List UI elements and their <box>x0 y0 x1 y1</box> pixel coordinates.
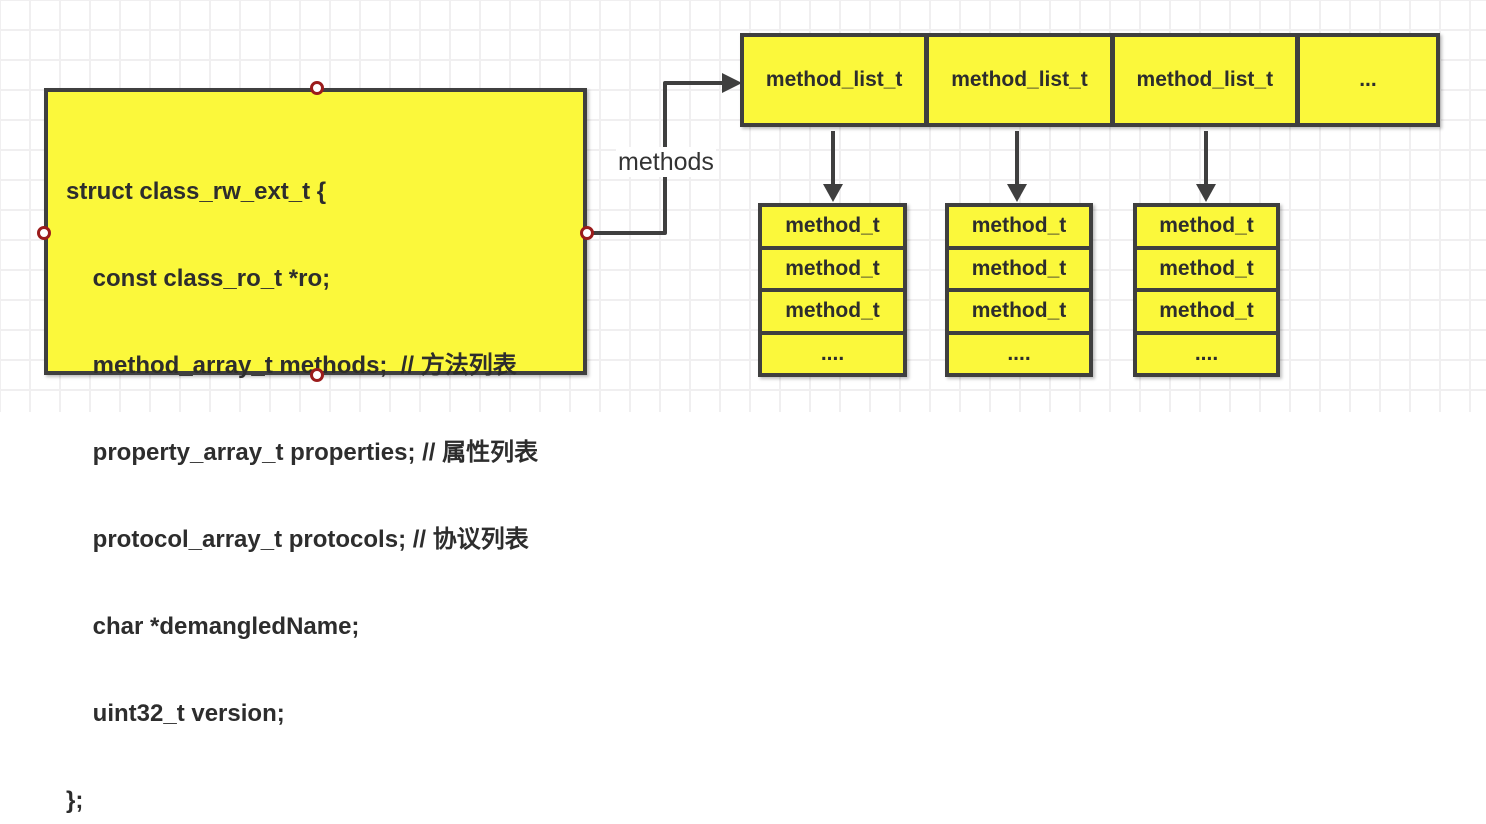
arrowhead-down-icon <box>823 184 843 202</box>
method-t-cell[interactable]: method_t <box>949 288 1089 331</box>
method-t-cell[interactable]: method_t <box>1159 214 1254 238</box>
down-arrow-1[interactable] <box>823 131 843 202</box>
method-t-cell[interactable]: method_t <box>1137 245 1276 289</box>
connector-layer <box>591 73 1216 235</box>
method-t-cell[interactable]: method_t <box>971 214 1067 238</box>
down-arrow-2[interactable] <box>1007 131 1027 202</box>
method-t-cell[interactable]: method_t <box>949 245 1089 289</box>
code-line: struct class_rw_ext_t { <box>66 178 327 205</box>
selection-handle-bottom[interactable] <box>310 368 324 382</box>
code-line: protocol_array_t protocols; // 协议列表 <box>66 526 529 553</box>
method-t-cell[interactable]: method_t <box>762 288 903 331</box>
method-t-cell-ellipsis[interactable]: .... <box>1137 330 1276 374</box>
code-line: method_array_t methods; // 方法列表 <box>66 352 517 379</box>
arrowhead-down-icon <box>1007 184 1027 202</box>
down-arrow-3[interactable] <box>1196 131 1216 202</box>
methods-edge-label[interactable]: methods <box>616 147 716 177</box>
method-t-cell[interactable]: method_t <box>762 245 903 289</box>
selection-handle-left[interactable] <box>37 226 51 240</box>
method-t-cell[interactable]: method_t <box>785 214 880 238</box>
arrowhead-right-icon <box>722 73 742 93</box>
selection-handle-top[interactable] <box>310 81 324 95</box>
code-line: uint32_t version; <box>66 700 285 727</box>
method-list-cell-ellipsis[interactable]: ... <box>1359 68 1377 91</box>
code-line: }; <box>66 787 84 814</box>
code-line: char *demangledName; <box>66 613 360 640</box>
method-t-column-1[interactable]: method_t method_t method_t .... <box>758 203 907 377</box>
method-list-cell[interactable]: method_list_t <box>929 37 1115 123</box>
method-t-cell-ellipsis[interactable]: .... <box>949 330 1089 374</box>
method-list-row[interactable]: method_list_t method_list_t method_list_… <box>740 33 1440 127</box>
method-t-cell[interactable]: method_t <box>1137 288 1276 331</box>
method-list-cell[interactable]: method_list_t <box>1115 37 1300 123</box>
code-line: property_array_t properties; // 属性列表 <box>66 439 539 466</box>
arrowhead-down-icon <box>1196 184 1216 202</box>
selection-handle-right[interactable] <box>580 226 594 240</box>
method-t-cell-ellipsis[interactable]: .... <box>762 330 903 374</box>
method-t-column-3[interactable]: method_t method_t method_t .... <box>1133 203 1280 377</box>
method-t-column-2[interactable]: method_t method_t method_t .... <box>945 203 1093 377</box>
method-list-cell[interactable]: method_list_t <box>744 37 930 123</box>
code-line: const class_ro_t *ro; <box>66 265 331 292</box>
